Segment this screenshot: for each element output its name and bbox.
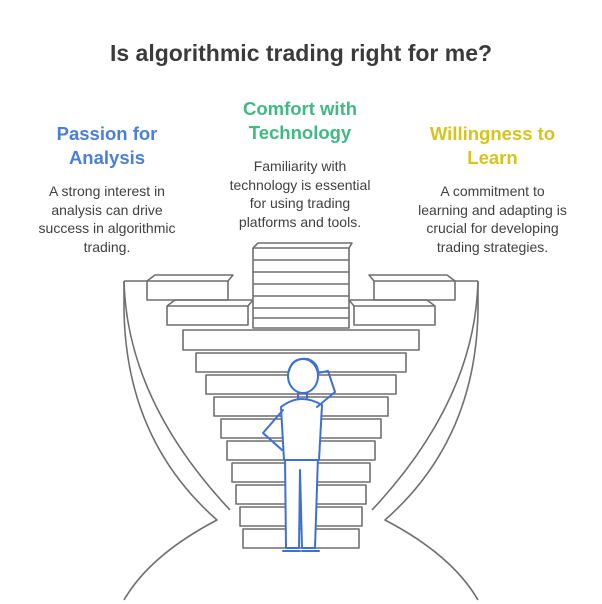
right-step-1 <box>373 280 456 301</box>
comfort-heading-line-2: Technology <box>248 122 352 143</box>
passion-desc-line-1: A strong interest in <box>49 183 165 199</box>
willingness-heading: Willingness to Learn <box>405 122 580 170</box>
thinking-person-icon <box>262 357 336 552</box>
person-hair <box>288 357 319 373</box>
center-column-lines <box>253 259 349 319</box>
person-torso <box>280 398 323 461</box>
comfort-with-technology-block: Comfort with Technology Familiarity with… <box>210 97 390 231</box>
person-left-leg <box>284 455 319 549</box>
passion-heading: Passion for Analysis <box>32 122 182 170</box>
comfort-description: Familiarity with technology is essential… <box>210 157 390 231</box>
comfort-desc-line-4: platforms and tools. <box>238 213 362 230</box>
left-wall <box>123 280 218 601</box>
passion-heading-line-2: Analysis <box>68 147 146 168</box>
person-right-arm <box>316 370 336 408</box>
left-step-2-top <box>166 299 254 307</box>
willingness-heading-line-2: Learn <box>467 147 518 168</box>
left-wall-inner <box>123 280 231 511</box>
page-title: Is algorithmic trading right for me? <box>109 40 493 66</box>
willingness-desc-line-1: A commitment to <box>440 183 545 199</box>
passion-desc-line-2: analysis can drive <box>51 201 163 218</box>
center-column-top <box>252 242 353 249</box>
passion-description: A strong interest in analysis can drive … <box>32 182 182 256</box>
left-step-1 <box>146 280 229 301</box>
center-column <box>252 247 350 329</box>
mid-step-1 <box>182 329 420 351</box>
passion-for-analysis-block: Passion for Analysis A strong interest i… <box>32 122 182 256</box>
right-wall-inner <box>371 280 479 511</box>
left-step-1-top <box>146 274 234 282</box>
person-neck <box>297 392 308 399</box>
comfort-desc-line-3: for using trading <box>249 195 351 211</box>
left-step-2 <box>166 305 249 326</box>
willingness-desc-line-4: trading strategies. <box>436 238 549 255</box>
comfort-heading: Comfort with Technology <box>210 97 390 145</box>
comfort-desc-line-1: Familiarity with <box>253 158 347 174</box>
passion-desc-line-3: success in algorithmic <box>38 220 176 236</box>
passion-heading-line-1: Passion for <box>56 123 158 144</box>
passion-desc-line-4: trading. <box>83 238 131 255</box>
willingness-description: A commitment to learning and adapting is… <box>405 182 580 256</box>
willingness-desc-line-2: learning and adapting is <box>418 201 567 218</box>
right-step-2 <box>353 305 436 326</box>
willingness-to-learn-block: Willingness to Learn A commitment to lea… <box>405 122 580 256</box>
willingness-heading-line-1: Willingness to <box>429 123 556 144</box>
right-step-1-top <box>368 274 456 282</box>
comfort-heading-line-1: Comfort with <box>242 98 358 119</box>
right-wall <box>384 280 479 601</box>
comfort-desc-line-2: technology is essential <box>229 176 371 193</box>
willingness-desc-line-3: crucial for developing <box>426 220 559 236</box>
right-step-2-top <box>348 299 436 307</box>
person-left-arm <box>262 409 284 451</box>
